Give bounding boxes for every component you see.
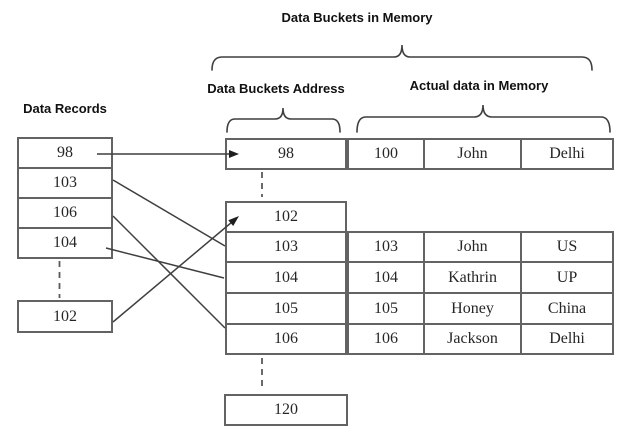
memory-cell-name: Honey bbox=[423, 294, 520, 323]
memory-row: 103 John US bbox=[347, 231, 614, 263]
brace-actual-data-in-memory bbox=[356, 104, 611, 133]
memory-row: 105 Honey China bbox=[347, 292, 614, 325]
memory-cell-location: Delhi bbox=[520, 325, 612, 353]
line-record103-to-bucket103 bbox=[112, 179, 226, 247]
bucket-box-102: 102 bbox=[225, 201, 347, 233]
record-box-106: 106 bbox=[17, 197, 113, 229]
memory-cell-location: China bbox=[520, 294, 612, 323]
arrow-record102-to-bucket102 bbox=[112, 221, 233, 323]
memory-cell-key: 103 bbox=[374, 238, 398, 255]
record-box-102: 102 bbox=[17, 300, 113, 333]
memory-row: 106 Jackson Delhi bbox=[347, 323, 614, 355]
memory-title: Actual data in Memory bbox=[409, 78, 549, 93]
brace-data-buckets-in-memory bbox=[211, 44, 593, 71]
memory-cell-key: 106 bbox=[374, 330, 398, 347]
record-box-104: 104 bbox=[17, 227, 113, 259]
memory-row: 104 Kathrin UP bbox=[347, 261, 614, 294]
line-record106-to-bucket106 bbox=[112, 215, 226, 329]
bucket-box-104: 104 bbox=[225, 261, 347, 294]
memory-cell-location: UP bbox=[520, 263, 612, 292]
memory-cell-location: US bbox=[520, 233, 612, 261]
record-box-98: 98 bbox=[17, 137, 113, 169]
memory-cell-name: Kathrin bbox=[423, 263, 520, 292]
memory-cell-key: 100 bbox=[374, 145, 398, 162]
memory-cell-name: John bbox=[423, 233, 520, 261]
bucket-box-98: 98 bbox=[225, 138, 347, 170]
address-title: Data Buckets Address bbox=[207, 81, 345, 96]
line-record104-to-bucket104 bbox=[105, 247, 225, 279]
record-box-103: 103 bbox=[17, 167, 113, 199]
memory-cell-key: 105 bbox=[374, 299, 398, 317]
bucket-box-103: 103 bbox=[225, 231, 347, 263]
bucket-box-105: 105 bbox=[225, 292, 347, 325]
memory-row: 100 John Delhi bbox=[347, 138, 614, 170]
records-title: Data Records bbox=[23, 101, 107, 116]
main-title: Data Buckets in Memory bbox=[281, 10, 433, 25]
memory-cell-name: Jackson bbox=[423, 325, 520, 353]
bucket-box-106: 106 bbox=[225, 323, 347, 355]
bucket-box-120: 120 bbox=[224, 394, 348, 426]
memory-cell-location: Delhi bbox=[520, 140, 612, 168]
brace-data-buckets-address bbox=[226, 107, 341, 133]
memory-cell-name: John bbox=[423, 140, 520, 168]
memory-cell-key: 104 bbox=[374, 268, 398, 286]
